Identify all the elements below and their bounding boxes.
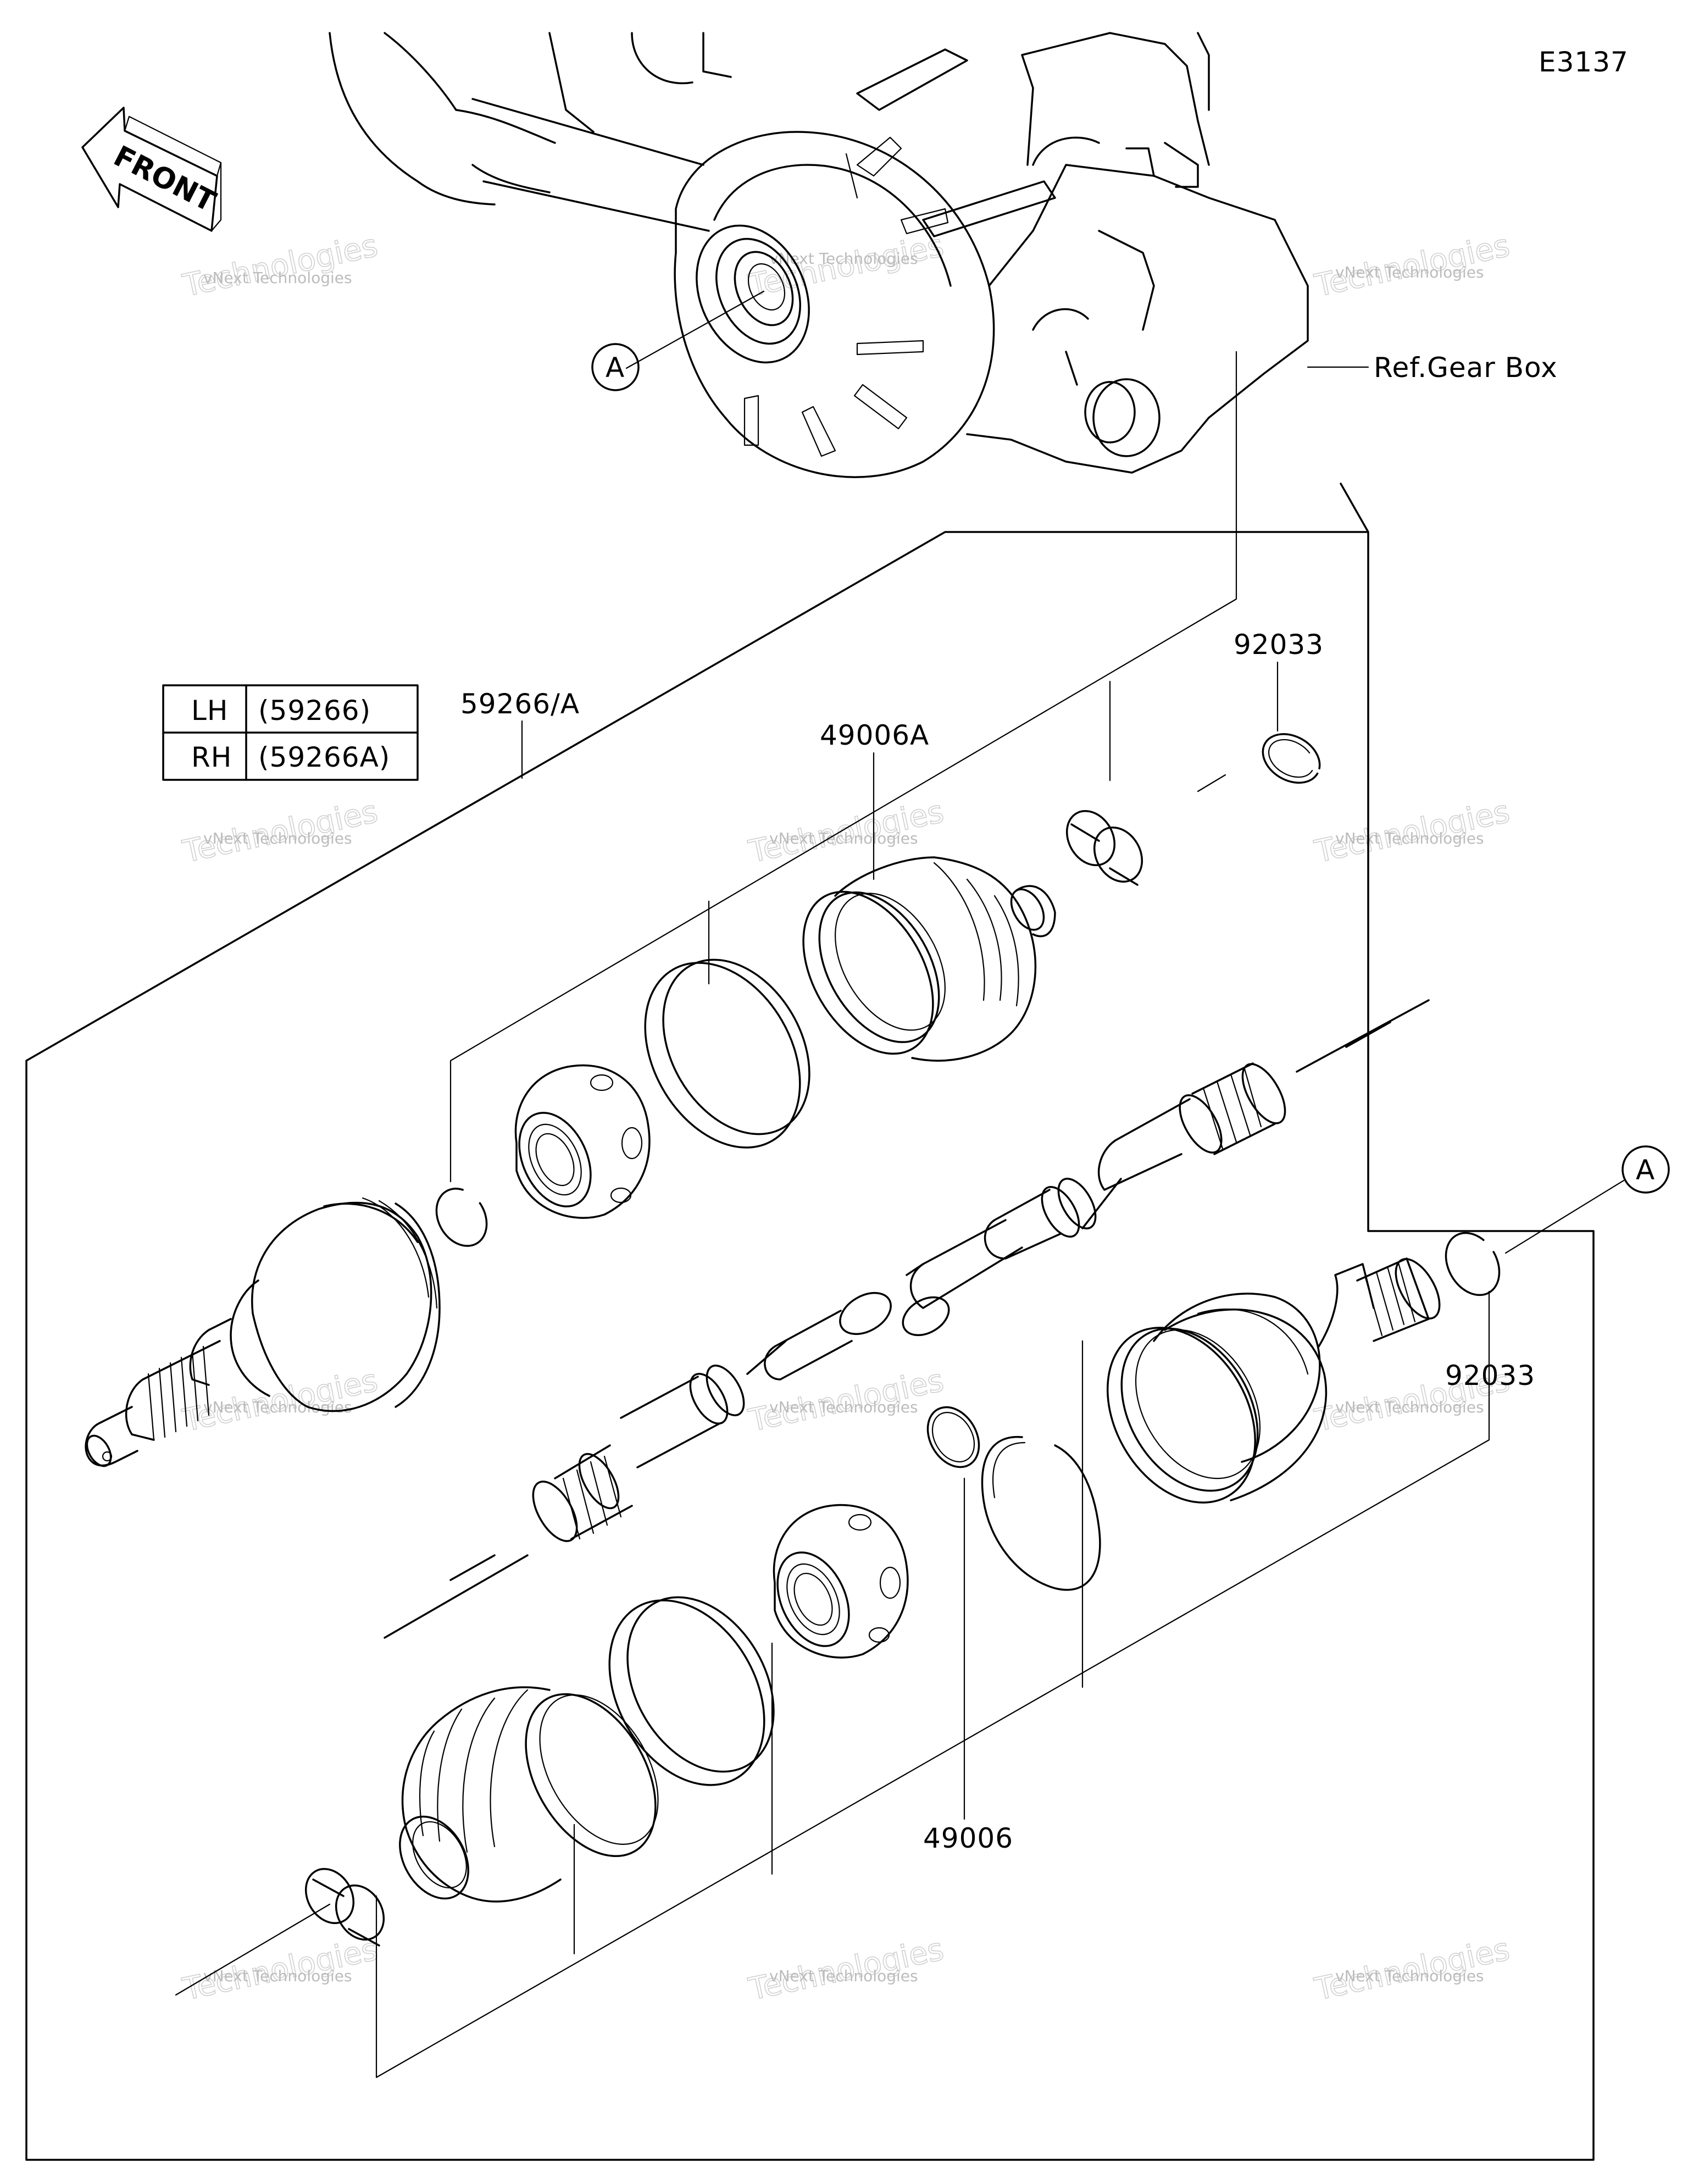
- watermark-large: Technologies: [180, 228, 381, 304]
- part-number-circlip-top: 92033: [1234, 629, 1324, 661]
- variant-side: LH: [191, 695, 228, 727]
- inner-joint-brackets: [175, 1290, 1490, 2078]
- band-ring-bottom: [608, 1596, 775, 1786]
- band-ring-top: [644, 958, 810, 1149]
- gear-box: A Ref.Gear Box: [329, 32, 1558, 478]
- inner-cv-housing: [1106, 1257, 1441, 1504]
- circlip-small: [926, 1406, 980, 1468]
- diagram-code: E3137: [1539, 46, 1629, 78]
- variant-part: (59266A): [258, 741, 390, 773]
- watermark-brand: vNext Technologies: [1335, 829, 1484, 847]
- joint-cage-top: [514, 1064, 651, 1219]
- svg-text:A: A: [1636, 1154, 1654, 1186]
- part-number-assembly: 59266/A: [460, 688, 580, 720]
- watermark-brand: vNext Technologies: [203, 1398, 352, 1416]
- boot-outer: [802, 856, 1056, 1062]
- callout-a-right: A: [1504, 1145, 1670, 1254]
- variant-part: (59266): [258, 695, 371, 727]
- variant-side: RH: [191, 741, 232, 773]
- watermark-brand: vNext Technologies: [203, 829, 352, 847]
- outer-joint-brackets: [449, 351, 1237, 1183]
- watermark-brand: vNext Technologies: [203, 269, 352, 287]
- watermark-brand: vNext Technologies: [769, 829, 918, 847]
- circlip-right: [1445, 1232, 1501, 1296]
- watermark-brand: vNext Technologies: [1335, 263, 1484, 281]
- watermark-brand: vNext Technologies: [1335, 1967, 1484, 1985]
- drive-shaft: [384, 999, 1430, 1639]
- part-number-joint-inner: 49006: [923, 1822, 1013, 1854]
- watermark-brand: vNext Technologies: [203, 1967, 352, 1985]
- boot-inner: [399, 1686, 659, 1903]
- front-arrow-icon: FRONT: [81, 107, 222, 232]
- watermark-layer: Technologies vNext Technologies Technolo…: [179, 228, 1513, 2008]
- collar-bottom: [304, 1867, 385, 1947]
- watermark-brand: vNext Technologies: [769, 1398, 918, 1416]
- assembly-frame: [25, 483, 1595, 2161]
- part-number-joint-outer: 49006A: [820, 719, 929, 751]
- circlip-top: [1262, 733, 1321, 784]
- snap-ring-top: [435, 1188, 488, 1247]
- snap-ring-large: [981, 1436, 1101, 1591]
- watermark-brand: vNext Technologies: [769, 1967, 918, 1985]
- part-labels: 59266/A 49006A 92033 92033 49006: [460, 629, 1535, 1854]
- collar-top: [1065, 810, 1143, 886]
- watermark-brand: vNext Technologies: [769, 250, 918, 268]
- watermark-brand: vNext Technologies: [1335, 1398, 1484, 1416]
- outer-cv-joint: [85, 1197, 441, 1467]
- part-number-circlip-right: 92033: [1445, 1360, 1535, 1392]
- ref-gear-box-label: Ref.Gear Box: [1374, 352, 1558, 384]
- joint-cage-bottom: [773, 1504, 909, 1659]
- variant-table: LH (59266) RH (59266A): [162, 684, 419, 781]
- callout-a-top: A: [606, 352, 624, 384]
